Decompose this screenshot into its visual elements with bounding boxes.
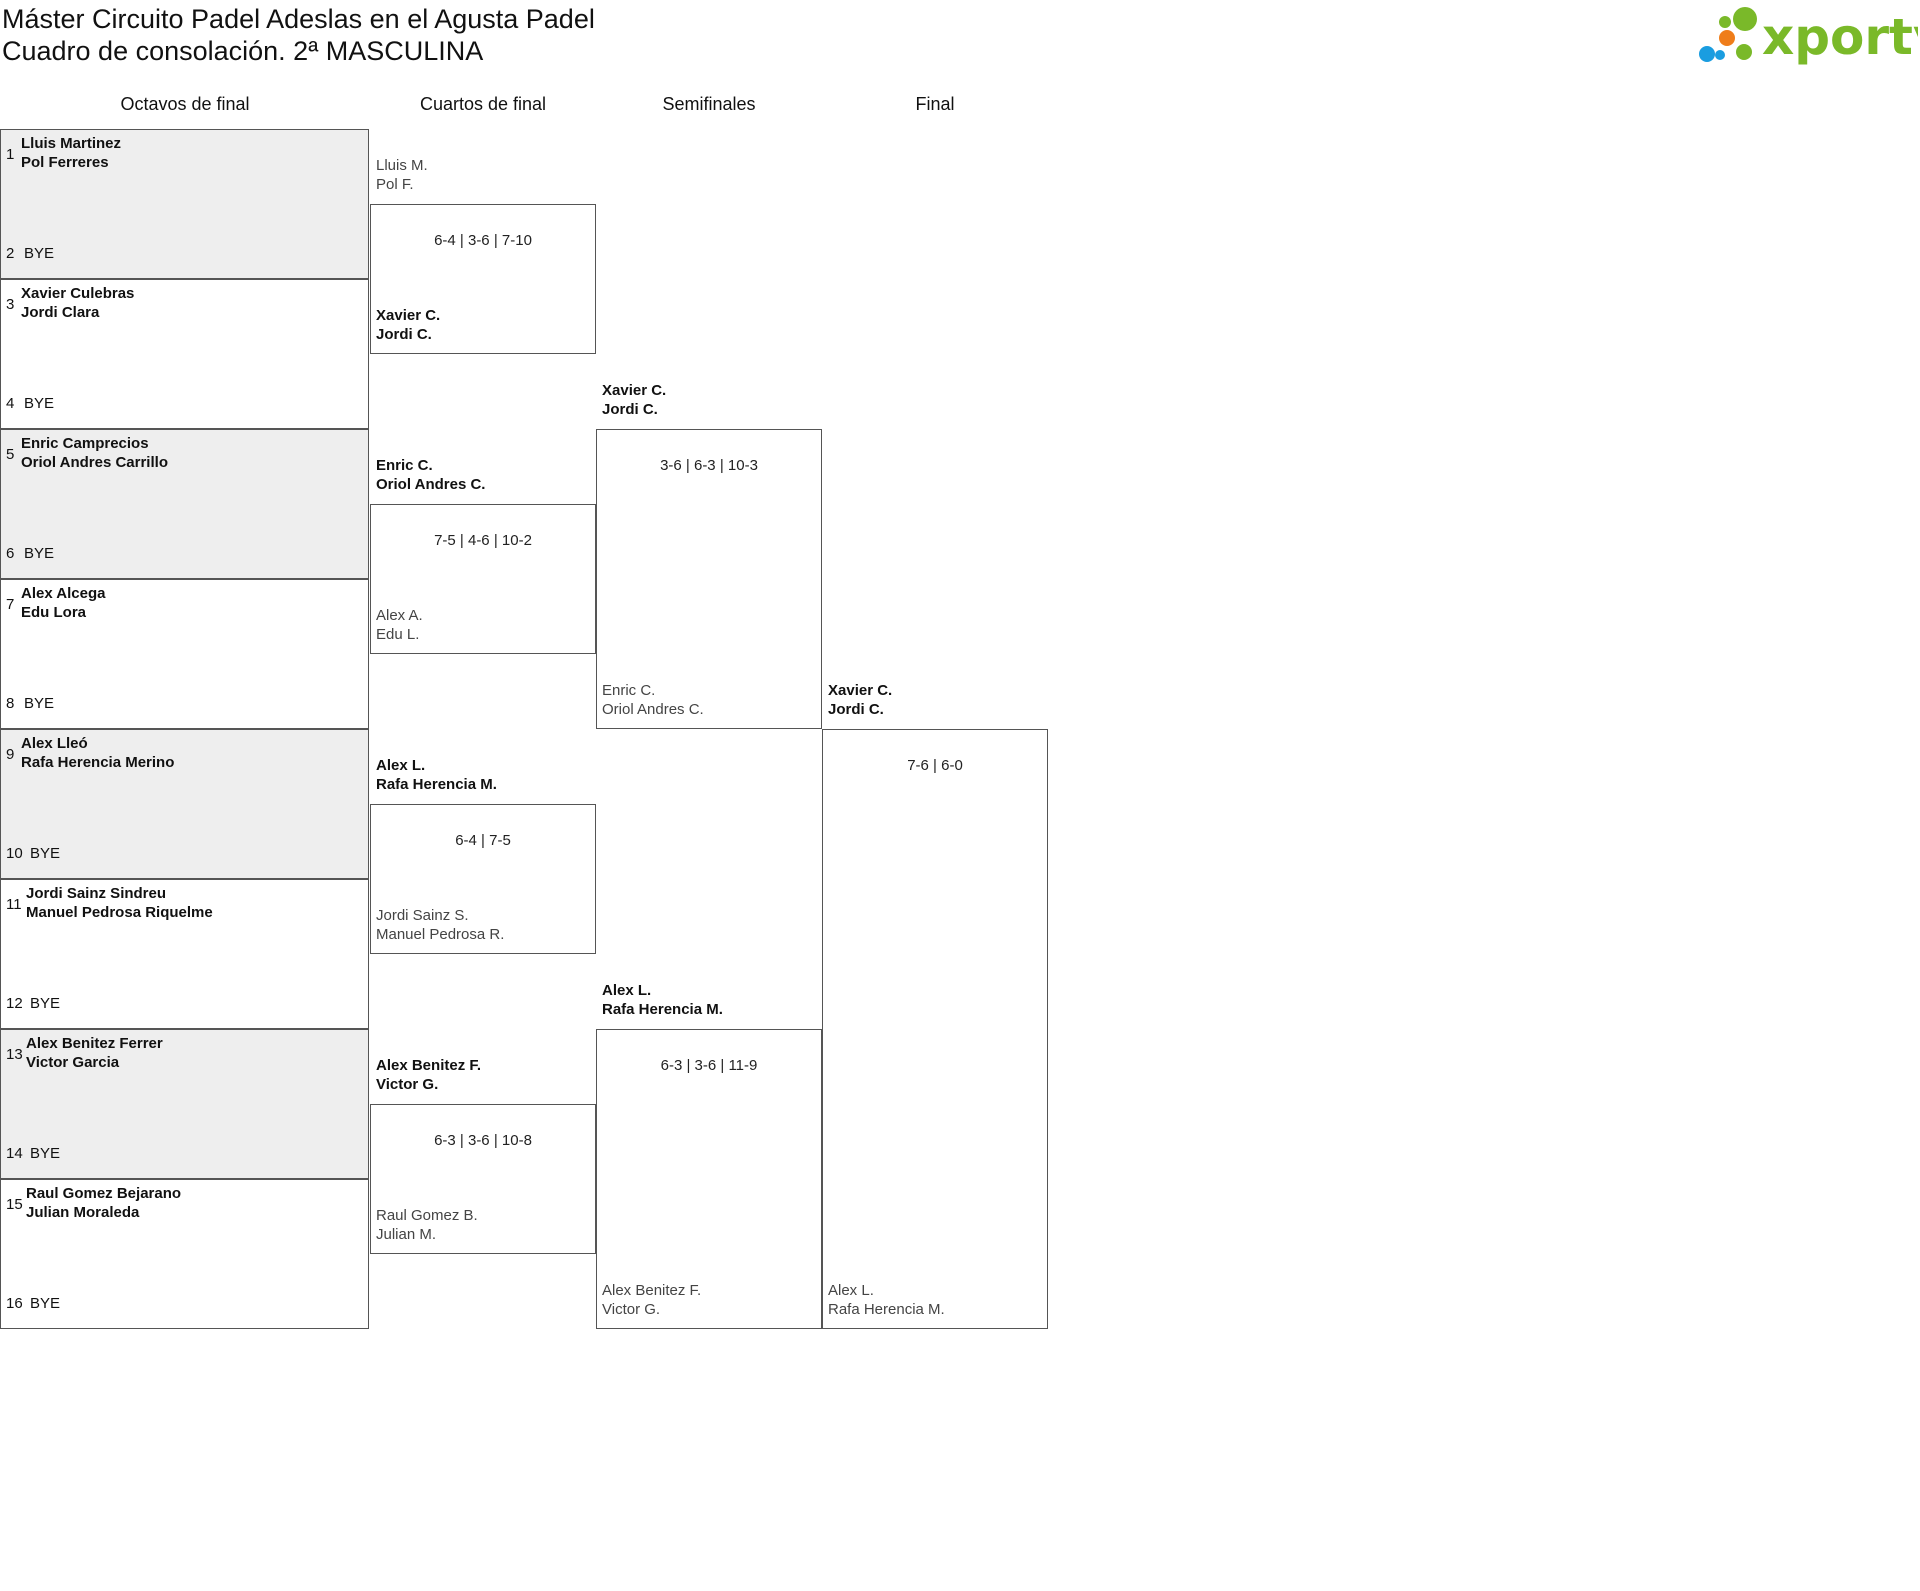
match-box	[822, 729, 1048, 1329]
logo-dot-icon	[1719, 16, 1731, 28]
seed-number: 1	[6, 146, 15, 163]
seed-bye-label: BYE	[30, 1295, 61, 1312]
team-pair[interactable]: Alex Benitez F. Victor G.	[602, 1282, 702, 1318]
round-header-cuartos: Cuartos de final	[419, 94, 547, 114]
team-pair[interactable]: Alex Benitez F. Victor G.	[376, 1057, 482, 1093]
team-pair[interactable]: Xavier C. Jordi C.	[828, 682, 893, 718]
team-pair[interactable]: Jordi Sainz S. Manuel Pedrosa R.	[376, 907, 505, 943]
page-title: Máster Circuito Padel Adeslas en el Agus…	[2, 4, 595, 34]
seed-team-names[interactable]: Alex Alcega Edu Lora	[21, 585, 106, 621]
seed-number: 11	[6, 896, 22, 913]
match-score: 7-5 | 4-6 | 10-2	[434, 532, 532, 549]
seed-number: 6	[6, 545, 15, 562]
seed-number: 15	[6, 1196, 23, 1213]
seed-box	[0, 279, 369, 429]
team-pair[interactable]: Xavier C. Jordi C.	[602, 382, 667, 418]
page-subtitle: Cuadro de consolación. 2ª MASCULINA	[2, 36, 484, 66]
seed-box	[0, 429, 369, 579]
seed-number: 12	[6, 995, 23, 1012]
team-pair[interactable]: Alex L. Rafa Herencia M.	[376, 757, 497, 793]
round-header-final: Final	[915, 94, 955, 114]
seed-box	[0, 729, 369, 879]
team-pair[interactable]: Lluis M. Pol F.	[376, 157, 428, 193]
seed-team-names[interactable]: Alex Lleó Rafa Herencia Merino	[21, 735, 175, 771]
seed-team-names[interactable]: Enric Camprecios Oriol Andres Carrillo	[21, 435, 168, 471]
team-pair[interactable]: Enric C. Oriol Andres C.	[376, 457, 486, 493]
seed-team-names[interactable]: Raul Gomez Bejarano Julian Moraleda	[26, 1185, 182, 1221]
seed-bye-label: BYE	[24, 245, 55, 262]
seed-team-names[interactable]: Lluis Martinez Pol Ferreres	[21, 135, 122, 171]
seed-bye-label: BYE	[24, 695, 55, 712]
seed-number: 2	[6, 245, 15, 262]
seed-number: 9	[6, 746, 15, 763]
seed-number: 7	[6, 596, 15, 613]
match-box	[596, 1029, 822, 1329]
team-pair[interactable]: Raul Gomez B. Julian M.	[376, 1207, 478, 1243]
seed-number: 16	[6, 1295, 23, 1312]
seed-team-names[interactable]: Xavier Culebras Jordi Clara	[21, 285, 135, 321]
team-pair[interactable]: Enric C. Oriol Andres C.	[602, 682, 704, 718]
match-score: 3-6 | 6-3 | 10-3	[660, 457, 758, 474]
seed-box	[0, 1179, 369, 1329]
seed-number: 10	[6, 845, 23, 862]
match-score: 6-3 | 3-6 | 11-9	[660, 1057, 758, 1074]
seed-box	[0, 129, 369, 279]
logo-dot-icon	[1699, 46, 1715, 62]
seed-box	[0, 1029, 369, 1179]
match-box	[370, 804, 596, 954]
round-header-octavos: Octavos de final	[120, 94, 250, 114]
seed-team-names[interactable]: Alex Benitez Ferrer Victor Garcia	[26, 1035, 163, 1071]
seed-box	[0, 879, 369, 1029]
seed-number: 4	[6, 395, 15, 412]
match-box	[596, 429, 822, 729]
seed-number: 14	[6, 1145, 23, 1162]
seed-box	[0, 579, 369, 729]
seed-number: 8	[6, 695, 15, 712]
seed-team-names[interactable]: Jordi Sainz Sindreu Manuel Pedrosa Rique…	[26, 885, 213, 921]
match-score: 6-4 | 7-5	[455, 832, 511, 849]
team-pair[interactable]: Alex A. Edu L.	[376, 607, 423, 643]
logo-dot-icon	[1719, 30, 1735, 46]
seed-number: 3	[6, 296, 15, 313]
seed-bye-label: BYE	[24, 395, 55, 412]
team-pair[interactable]: Xavier C. Jordi C.	[376, 307, 441, 343]
logo-dot-icon	[1736, 44, 1752, 60]
match-box	[370, 504, 596, 654]
logo-dot-icon	[1715, 50, 1725, 60]
match-score: 6-4 | 3-6 | 7-10	[434, 232, 532, 249]
match-score: 6-3 | 3-6 | 10-8	[434, 1132, 532, 1149]
seed-number: 13	[6, 1046, 23, 1063]
logo-text: xporty	[1762, 8, 1918, 66]
xporty-logo[interactable]: xporty	[1692, 2, 1918, 68]
logo-dot-icon	[1733, 7, 1757, 31]
team-pair[interactable]: Alex L. Rafa Herencia M.	[828, 1282, 945, 1318]
match-score: 7-6 | 6-0	[907, 757, 963, 774]
seed-bye-label: BYE	[30, 1145, 61, 1162]
match-box	[370, 1104, 596, 1254]
seed-bye-label: BYE	[30, 845, 61, 862]
round-header-semifinales: Semifinales	[662, 94, 756, 114]
team-pair[interactable]: Alex L. Rafa Herencia M.	[602, 982, 723, 1018]
seed-bye-label: BYE	[24, 545, 55, 562]
seed-bye-label: BYE	[30, 995, 61, 1012]
seed-number: 5	[6, 446, 15, 463]
match-box	[370, 204, 596, 354]
